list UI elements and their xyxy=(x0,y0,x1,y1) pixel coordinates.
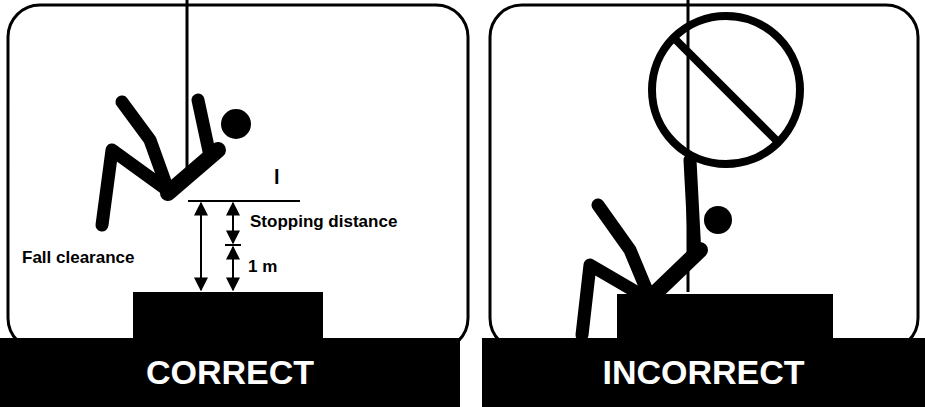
person-arm xyxy=(690,160,695,255)
reference-line xyxy=(188,200,300,202)
panel-outline xyxy=(8,5,468,350)
margin-arrow xyxy=(232,247,234,290)
dimension-label: Stopping distance xyxy=(248,213,399,232)
dimension-label: Fall clearance xyxy=(20,249,136,268)
verdict-text: INCORRECT xyxy=(602,353,804,392)
prohibition-circle xyxy=(652,16,800,164)
incorrect-figure xyxy=(582,0,833,344)
person-head xyxy=(704,206,732,234)
verdict-bar: CORRECT xyxy=(0,338,460,407)
lanyard-rope xyxy=(186,0,189,185)
verdict-bar: INCORRECT xyxy=(482,338,925,407)
clearance-arrow xyxy=(200,203,202,290)
person-leg xyxy=(102,150,170,225)
dimension-label: 1 m xyxy=(246,258,279,277)
verdict-text: CORRECT xyxy=(146,353,314,392)
prohibition-bar xyxy=(674,38,778,142)
ground-platform xyxy=(133,292,323,342)
correct-figure xyxy=(102,0,323,342)
person-head xyxy=(221,109,251,139)
dimension-label: l xyxy=(272,166,282,188)
dimension-tick xyxy=(225,244,241,246)
person-leg xyxy=(582,265,650,335)
stopping-arrow xyxy=(232,203,234,243)
person-arm xyxy=(198,100,210,156)
panel-outline xyxy=(490,5,918,350)
